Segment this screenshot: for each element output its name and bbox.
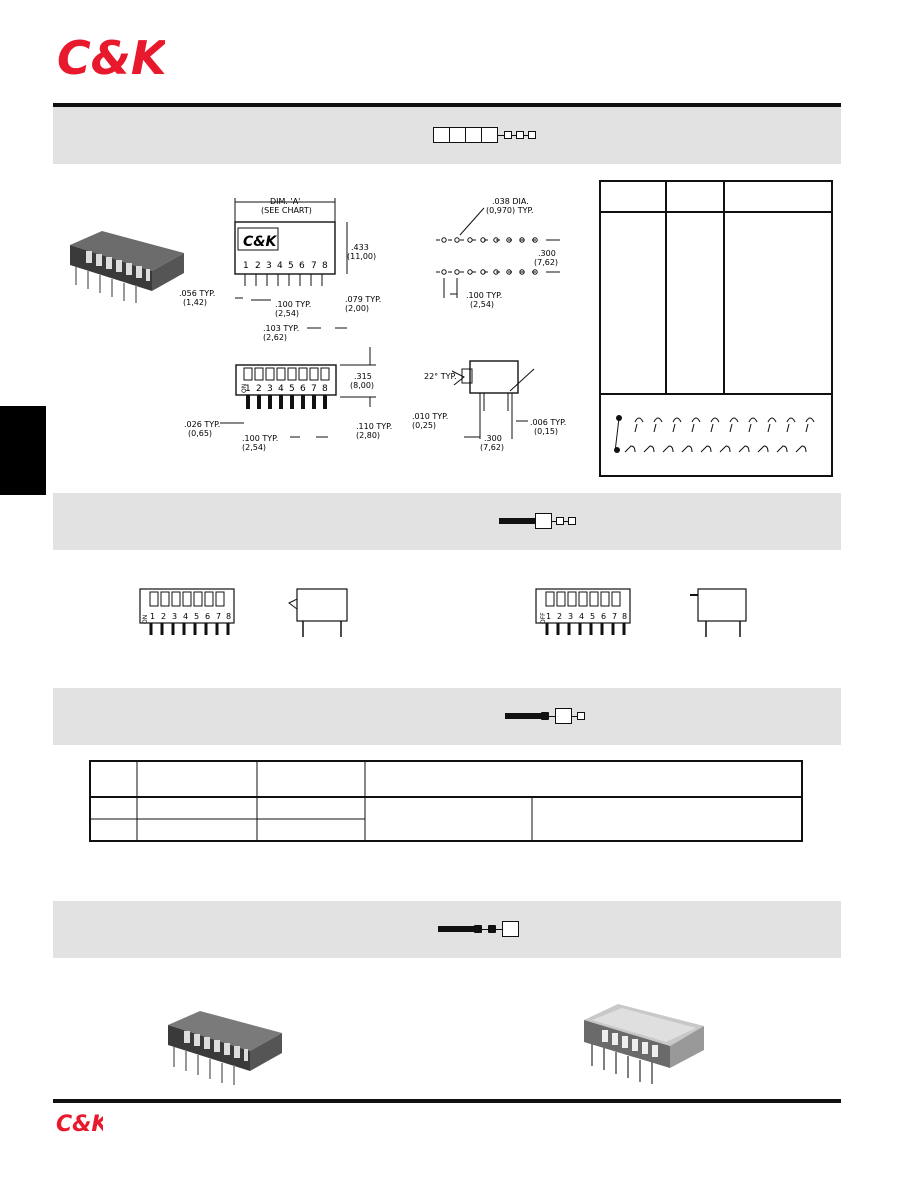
svg-text:3: 3 xyxy=(172,612,177,621)
product-photo-2 xyxy=(168,1011,282,1085)
svg-text:8: 8 xyxy=(322,384,328,394)
dim-038-mm: (0,970) TYP. xyxy=(486,206,534,215)
svg-text:7: 7 xyxy=(216,612,221,621)
svg-text:4: 4 xyxy=(277,261,283,271)
section-band-2 xyxy=(53,493,841,550)
angle-22: 22° TYP. xyxy=(424,372,457,381)
section-band-1 xyxy=(53,107,841,164)
dim-100b-mm: (2,54) xyxy=(470,300,494,309)
svg-text:4: 4 xyxy=(183,612,188,621)
dim-026-mm: (0,65) xyxy=(188,429,212,438)
dim-079-mm: (2,00) xyxy=(345,304,369,313)
dim-038: .038 DIA. xyxy=(492,197,529,206)
dim-100b: .100 TYP. xyxy=(466,291,502,300)
dim-056-mm: (1,42) xyxy=(183,298,207,307)
dim-433: .433 xyxy=(351,243,369,252)
section-band-3 xyxy=(53,688,841,745)
dim-010-mm: (0,25) xyxy=(412,421,436,430)
svg-text:6: 6 xyxy=(205,612,210,621)
part-code-1 xyxy=(433,127,553,143)
dim-103: .103 TYP. xyxy=(263,324,299,333)
dim-100c-mm: (2,54) xyxy=(242,443,266,452)
footer-logo-text: C&K xyxy=(56,1112,103,1134)
footer-logo: C&K xyxy=(56,1112,103,1134)
svg-text:4: 4 xyxy=(579,612,584,621)
svg-text:6: 6 xyxy=(601,612,606,621)
drawing-side-view: 22° TYP. .010 TYP. (0,25) .006 TYP. (0,1… xyxy=(412,360,566,452)
svg-text:2: 2 xyxy=(255,261,261,271)
dim-315: .315 xyxy=(354,372,372,381)
product-photo-3 xyxy=(584,1004,704,1084)
dim-300: .300 xyxy=(538,249,556,258)
svg-text:5: 5 xyxy=(194,612,199,621)
drawing-option-off-side xyxy=(690,588,747,637)
dim-100-mm: (2,54) xyxy=(275,309,299,318)
svg-text:7: 7 xyxy=(311,384,317,394)
svg-text:6: 6 xyxy=(300,384,306,394)
svg-text:5: 5 xyxy=(288,261,294,271)
dim-100c: .100 TYP. xyxy=(242,434,278,443)
svg-text:5: 5 xyxy=(289,384,295,394)
on-label: ON xyxy=(241,384,248,393)
svg-text:2: 2 xyxy=(256,384,262,394)
svg-text:4: 4 xyxy=(278,384,284,394)
dim-100: .100 TYP. xyxy=(275,300,311,309)
svg-text:5: 5 xyxy=(590,612,595,621)
svg-text:3: 3 xyxy=(267,384,273,394)
dim-300b: .300 xyxy=(484,434,502,443)
dim-a-note: (SEE CHART) xyxy=(261,206,312,215)
brand-logo-text: C&K xyxy=(57,31,165,80)
drawing-option-on-side xyxy=(288,588,348,637)
option-off-label: OFF xyxy=(540,612,547,624)
svg-text:7: 7 xyxy=(612,612,617,621)
dim-010: .010 TYP. xyxy=(412,412,448,421)
option-on-label: ON xyxy=(142,615,149,624)
svg-text:8: 8 xyxy=(322,261,328,271)
section-band-4 xyxy=(53,901,841,958)
svg-text:1: 1 xyxy=(243,261,249,271)
dim-079: .079 TYP. xyxy=(345,295,381,304)
circuit-schematic xyxy=(614,415,815,453)
svg-text:3: 3 xyxy=(568,612,573,621)
svg-text:7: 7 xyxy=(311,261,317,271)
dim-103-mm: (2,62) xyxy=(263,333,287,342)
svg-text:2: 2 xyxy=(557,612,562,621)
svg-text:6: 6 xyxy=(299,261,305,271)
header-rule xyxy=(53,103,841,107)
options-table xyxy=(89,760,803,842)
svg-text:8: 8 xyxy=(226,612,231,621)
dim-300-mm: (7,62) xyxy=(534,258,558,267)
footer-rule xyxy=(53,1099,841,1103)
dim-056: .056 TYP. xyxy=(179,289,215,298)
part-code-4 xyxy=(438,921,528,937)
dim-110-mm: (2,80) xyxy=(356,431,380,440)
svg-text:8: 8 xyxy=(622,612,627,621)
svg-text:2: 2 xyxy=(161,612,166,621)
dim-315-mm: (8,00) xyxy=(350,381,374,390)
dim-006-mm: (0,15) xyxy=(534,427,558,436)
product-photo-1 xyxy=(70,231,184,303)
brand-logo: C&K xyxy=(57,31,165,80)
svg-text:1: 1 xyxy=(150,612,155,621)
dim-110: .110 TYP. xyxy=(356,422,392,431)
svg-text:1: 1 xyxy=(245,384,251,394)
svg-text:1: 1 xyxy=(546,612,551,621)
dim-433-mm: (11,00) xyxy=(347,252,376,261)
part-code-2 xyxy=(499,513,589,529)
dim-026: .026 TYP. xyxy=(184,420,220,429)
dim-300b-mm: (7,62) xyxy=(480,443,504,452)
part-code-3 xyxy=(505,708,595,724)
dim-006: .006 TYP. xyxy=(530,418,566,427)
svg-text:3: 3 xyxy=(266,261,272,271)
module-logo: C&K xyxy=(243,234,277,250)
dim-chart-box xyxy=(599,180,833,477)
side-tab xyxy=(0,406,46,495)
drawing-pin-layout: .038 DIA. (0,970) TYP. .300 (7,62) .100 … xyxy=(436,197,560,309)
